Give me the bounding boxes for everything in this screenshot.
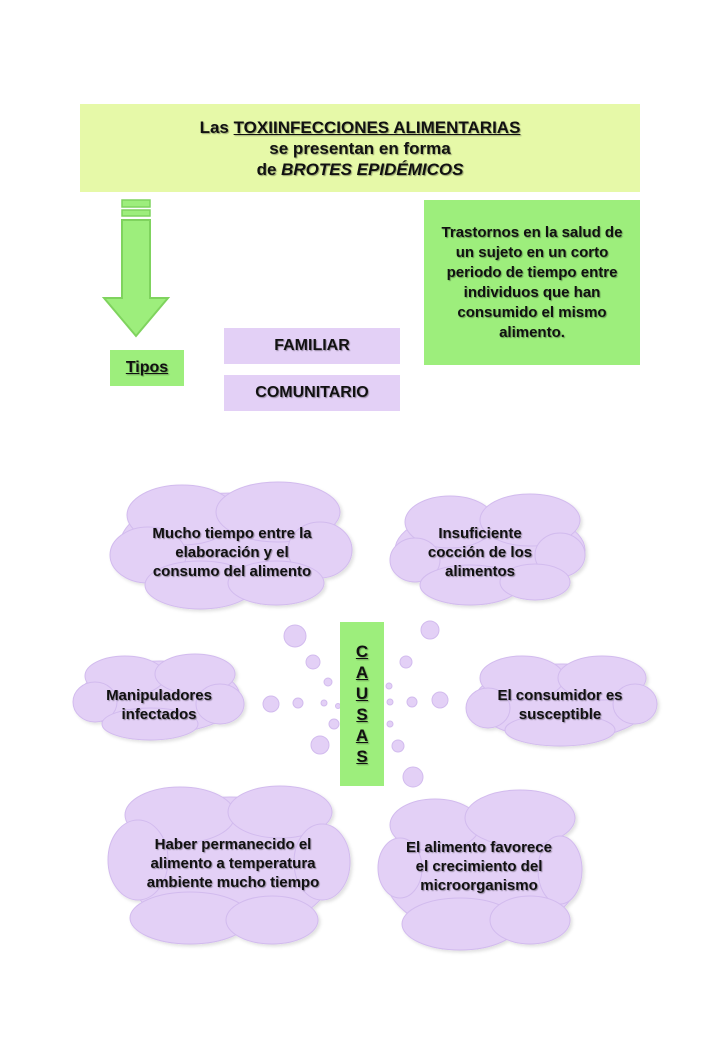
causas-letter: S (356, 747, 368, 766)
definition-box: Trastornos en la salud de un sujeto en u… (424, 200, 640, 365)
cause-text-6: El alimento favorece el crecimiento del … (406, 838, 552, 894)
title-box: Las TOXIINFECCIONES ALIMENTARIAS se pres… (80, 104, 640, 192)
type-comunitario: COMUNITARIO (224, 375, 400, 411)
bubble (310, 735, 330, 755)
causas-letter: S (356, 705, 368, 724)
causas-label: C A U S A S (340, 622, 384, 786)
bubble (323, 677, 333, 687)
cause-text-3: Manipuladores infectados (106, 687, 212, 723)
bubble (385, 682, 393, 690)
bubble (406, 696, 418, 708)
bubble (402, 766, 424, 788)
cause-text-5: Haber permanecido el alimento a temperat… (146, 835, 320, 891)
title-line3-italic: BROTES EPIDÉMICOS (281, 159, 464, 179)
causas-letter: C (355, 642, 369, 661)
title-line-1: Las TOXIINFECCIONES ALIMENTARIAS (200, 117, 521, 138)
causas-letter: A (355, 726, 369, 745)
bubble (320, 699, 328, 707)
bubble (386, 720, 394, 728)
bubble (391, 739, 405, 753)
title-prefix: Las (199, 117, 234, 137)
bubble (292, 697, 304, 709)
bubble (305, 654, 321, 670)
type-familiar: FAMILIAR (224, 328, 400, 364)
down-arrow-icon (101, 199, 171, 338)
title-line-2: se presentan en forma (269, 138, 451, 158)
definition-text: Trastornos en la salud de un sujeto en u… (441, 223, 623, 341)
bubble (420, 620, 440, 640)
bubble (262, 695, 280, 713)
causas-letter: A (355, 663, 369, 682)
bubble (431, 691, 449, 709)
cause-text-1: Mucho tiempo entre la elaboración y el c… (152, 524, 312, 580)
title-line3-prefix: de (256, 159, 282, 179)
bubble (399, 655, 413, 669)
bubble (283, 624, 307, 648)
tipos-label: Tipos (110, 350, 184, 386)
title-highlight: TOXIINFECCIONES ALIMENTARIAS (233, 117, 521, 137)
cause-text-2: Insuficiente cocción de los alimentos (427, 524, 533, 580)
bubble (386, 698, 394, 706)
bubble (328, 718, 340, 730)
title-line-3: de BROTES EPIDÉMICOS (257, 159, 464, 180)
causas-letter: U (355, 684, 369, 703)
cause-text-4: El consumidor es susceptible (497, 687, 623, 723)
